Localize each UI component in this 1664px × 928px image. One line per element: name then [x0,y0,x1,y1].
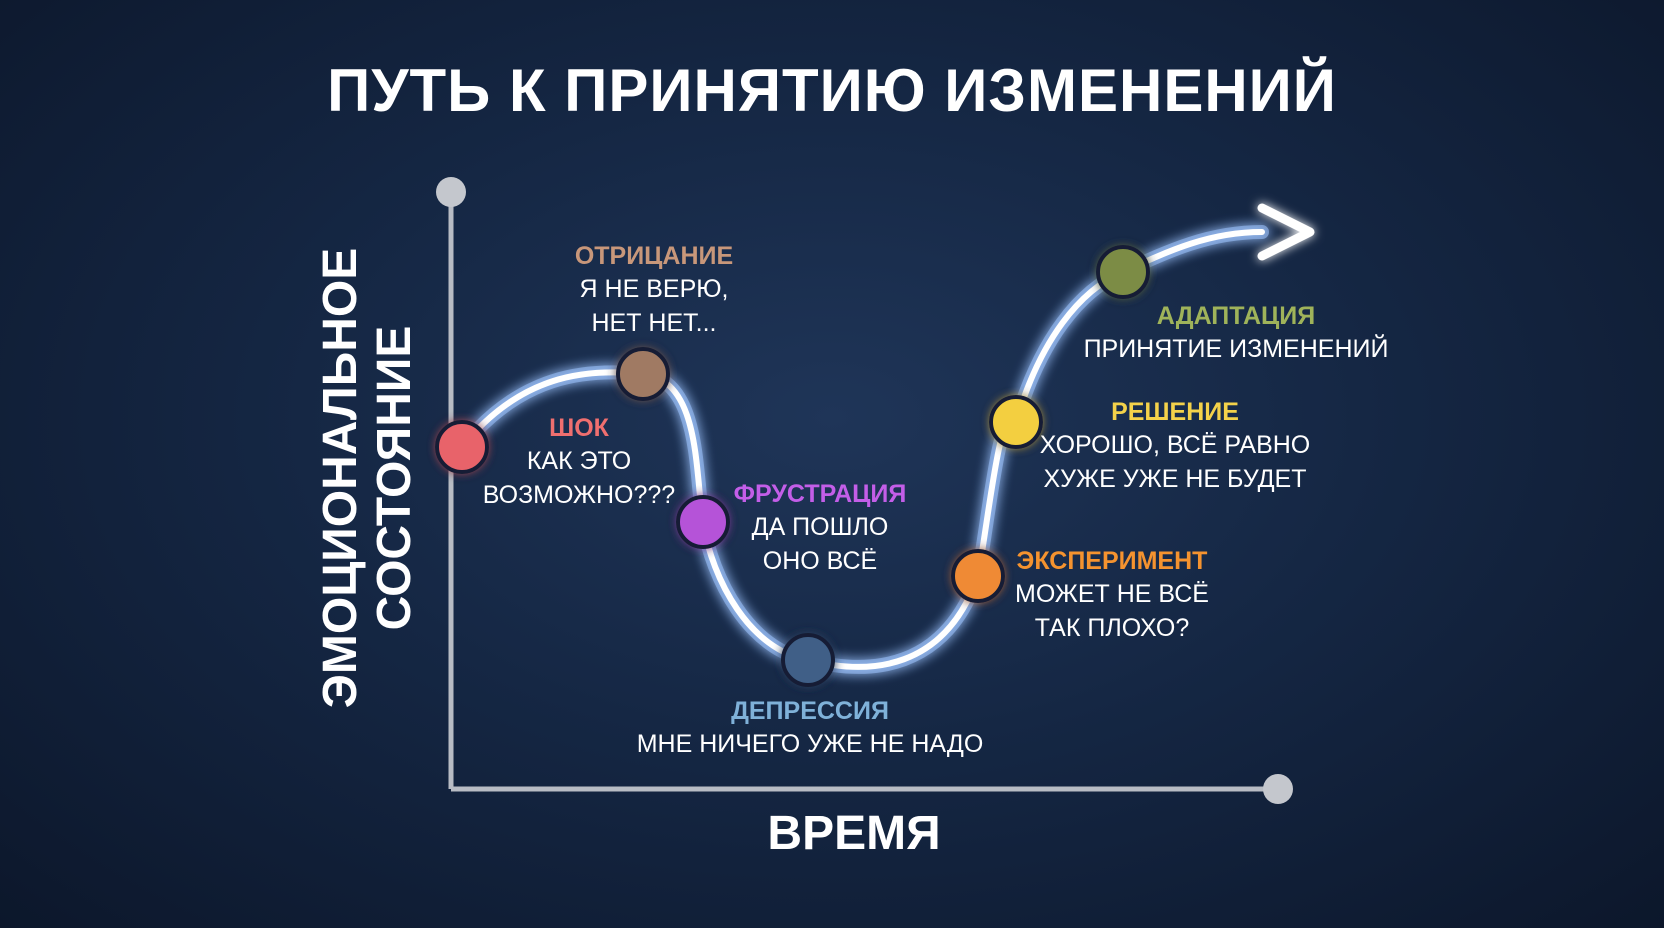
y-axis-end-dot [436,177,466,207]
y-axis-label-line2: СОСТОЯНИЕ [368,325,421,631]
stage-label-shock: ШОК КАК ЭТО ВОЗМОЖНО??? [483,412,675,512]
stage-label-adaptation: АДАПТАЦИЯ ПРИНЯТИЕ ИЗМЕНЕНИЙ [1084,300,1389,366]
node-frustration [676,495,730,549]
arrow-head-icon [1257,203,1315,261]
node-shock [435,420,489,474]
stage-text-frustration-2: ОНО ВСЁ [762,547,878,575]
stage-label-experiment: ЭКСПЕРИМЕНТ МОЖЕТ НЕ ВСЁ ТАК ПЛОХО? [1015,545,1209,645]
stage-text-shock-2: ВОЗМОЖНО??? [482,481,676,509]
stage-text-decision-2: ХУЖЕ УЖЕ НЕ БУДЕТ [1043,465,1307,493]
stage-label-depression: ДЕПРЕССИЯ МНЕ НИЧЕГО УЖЕ НЕ НАДО [637,695,984,761]
stage-name-decision: РЕШЕНИЕ [1111,398,1239,426]
stage-text-experiment-2: ТАК ПЛОХО? [1034,614,1190,642]
stage-name-depression: ДЕПРЕССИЯ [731,697,889,725]
stage-text-decision-1: ХОРОШО, ВСЁ РАВНО [1039,431,1311,459]
stage-name-frustration: ФРУСТРАЦИЯ [733,480,907,508]
stage-nodes [435,245,1150,687]
stage-label-denial: ОТРИЦАНИЕ Я НЕ ВЕРЮ, НЕТ НЕТ... [575,240,733,340]
node-depression [781,633,835,687]
stage-label-frustration: ФРУСТРАЦИЯ ДА ПОШЛО ОНО ВСЁ [734,478,907,578]
stage-text-experiment-1: МОЖЕТ НЕ ВСЁ [1015,580,1209,608]
node-adaptation [1096,245,1150,299]
node-decision [989,395,1043,449]
node-denial [616,347,670,401]
x-axis-end-dot [1263,774,1293,804]
stage-name-adaptation: АДАПТАЦИЯ [1156,302,1316,330]
stage-name-shock: ШОК [549,414,609,442]
page-title: ПУТЬ К ПРИНЯТИЮ ИЗМЕНЕНИЙ [327,57,1337,124]
stage-text-depression-1: МНЕ НИЧЕГО УЖЕ НЕ НАДО [636,730,984,758]
stage-text-denial-2: НЕТ НЕТ... [591,309,717,337]
stage-name-experiment: ЭКСПЕРИМЕНТ [1016,547,1208,575]
node-experiment [951,549,1005,603]
stage-text-adaptation-1: ПРИНЯТИЕ ИЗМЕНЕНИЙ [1083,335,1389,363]
stage-text-denial-1: Я НЕ ВЕРЮ, [579,275,729,303]
x-axis-label: ВРЕМЯ [767,807,941,860]
stage-text-shock-1: КАК ЭТО [526,447,632,475]
stage-label-decision: РЕШЕНИЕ ХОРОШО, ВСЁ РАВНО ХУЖЕ УЖЕ НЕ БУ… [1040,396,1311,496]
y-axis-label-line1: ЭМОЦИОНАЛЬНОЕ [314,247,367,709]
stage-text-frustration-1: ДА ПОШЛО [751,513,889,541]
y-axis-label: ЭМОЦИОНАЛЬНОЕ СОСТОЯНИЕ [314,248,422,708]
stage-name-denial: ОТРИЦАНИЕ [574,242,734,270]
